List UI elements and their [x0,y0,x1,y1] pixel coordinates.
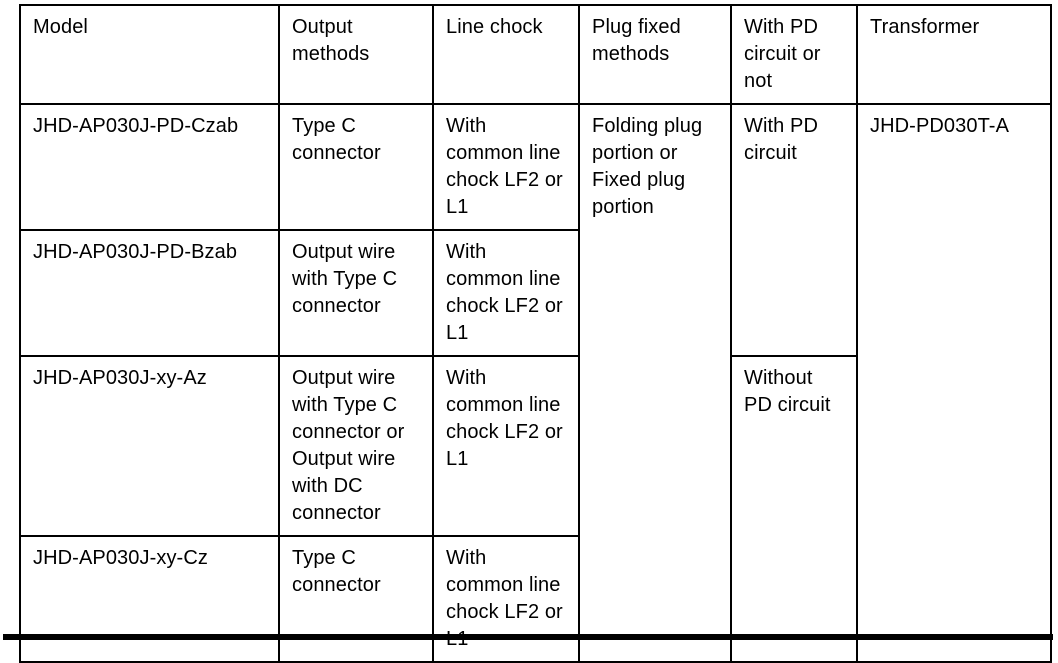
cell-model: JHD-AP030J-PD-Czab [19,103,280,231]
cell-model: JHD-AP030J-xy-Az [19,355,280,537]
header-output-methods: Output methods [278,4,434,105]
header-line-chock: Line chock [432,4,580,105]
cell-model: JHD-AP030J-PD-Bzab [19,229,280,357]
cell-output-methods: Type C connector [278,535,434,663]
header-transformer: Transformer [856,4,1052,105]
bottom-rule [3,634,1053,640]
table-row: JHD-AP030J-xy-Cz Type C connector With c… [19,535,1051,663]
cell-line-chock: With common line chock LF2 or L1 [432,229,580,357]
header-pd-circuit: With PD circuit or not [730,4,858,105]
table-row: JHD-AP030J-PD-Bzab Output wire with Type… [19,229,1051,357]
table-row: JHD-AP030J-PD-Czab Type C connector With… [19,103,1052,663]
cell-line-chock: With common line chock LF2 or L1 [432,355,580,537]
cell-line-chock: With common line chock LF2 or L1 [432,535,580,663]
header-plug-fixed-methods: Plug fixed methods [578,4,732,105]
cell-output-methods: Output wire with Type C connector or Out… [278,355,434,537]
header-row: Model Output methods Line chock Plug fix… [19,4,1052,105]
spec-table: Model Output methods Line chock Plug fix… [19,4,1052,663]
cell-output-methods: Type C connector [278,103,434,231]
header-model: Model [19,4,280,105]
cell-line-chock: With common line chock LF2 or L1 [432,103,580,231]
cell-with-pd-circuit: With PD circuit [730,103,858,357]
cell-plug-fixed-methods: Folding plug portion or Fixed plug porti… [578,103,732,663]
cell-output-methods: Output wire with Type C connector [278,229,434,357]
cell-without-pd-circuit: Without PD circuit [730,355,858,663]
table-row: JHD-AP030J-xy-Az Output wire with Type C… [19,355,1051,663]
cell-model: JHD-AP030J-xy-Cz [19,535,280,663]
cell-transformer: JHD-PD030T-A [856,103,1052,663]
